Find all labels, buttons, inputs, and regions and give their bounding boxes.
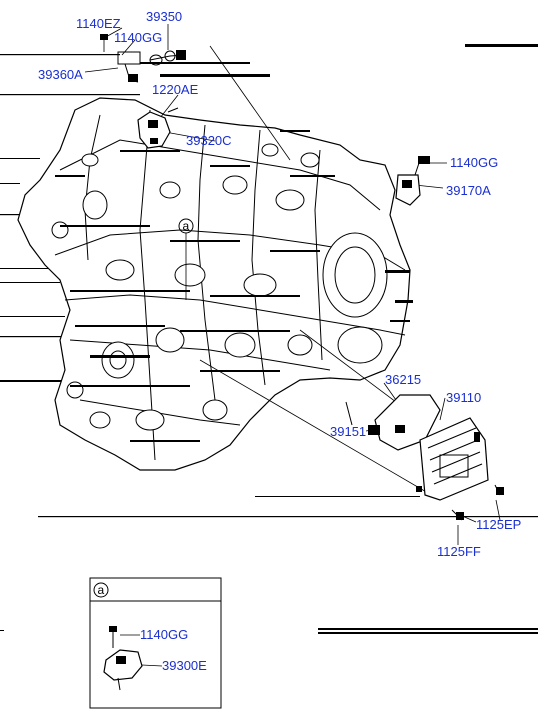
callout-39320C[interactable]: 39320C <box>186 133 232 148</box>
callout-39170A[interactable]: 39170A <box>446 183 491 198</box>
knock-sensor <box>137 107 179 149</box>
callout-36215[interactable]: 36215 <box>385 372 421 387</box>
engine-block <box>17 97 413 471</box>
callout-39360A[interactable]: 39360A <box>38 67 83 82</box>
callout-39151[interactable]: 39151 <box>330 424 366 439</box>
ecm-unit <box>416 417 489 501</box>
callout-39350[interactable]: 39350 <box>146 9 182 24</box>
detail-callout-bolt[interactable]: 1140GG <box>140 627 188 642</box>
crank-position-sensor <box>100 34 186 83</box>
callout-1125EP[interactable]: 1125EP <box>476 517 521 532</box>
detail-a-marker: a <box>178 218 194 234</box>
detail-callout-sensor[interactable]: 39300E <box>162 658 207 673</box>
callout-1140EZ[interactable]: 1140EZ <box>76 16 121 31</box>
scan-lines <box>0 44 538 634</box>
leader-lines <box>84 24 501 545</box>
harness-bracket <box>345 394 441 451</box>
detail-a-inset-marker: a <box>98 583 105 597</box>
callout-1125FF[interactable]: 1125FF <box>437 544 481 559</box>
detail-a-inset: a 1140GG 39300E <box>89 577 222 709</box>
callout-39110[interactable]: 39110 <box>446 390 481 405</box>
detail-a-marker-label: a <box>183 219 190 233</box>
cam-position-sensor <box>395 156 430 206</box>
callout-1140GG-top[interactable]: 1140GG <box>114 30 162 45</box>
callout-1220AE[interactable]: 1220AE <box>152 82 199 97</box>
bolts-1125 <box>451 484 504 521</box>
callout-1140GG-right[interactable]: 1140GG <box>450 155 498 170</box>
